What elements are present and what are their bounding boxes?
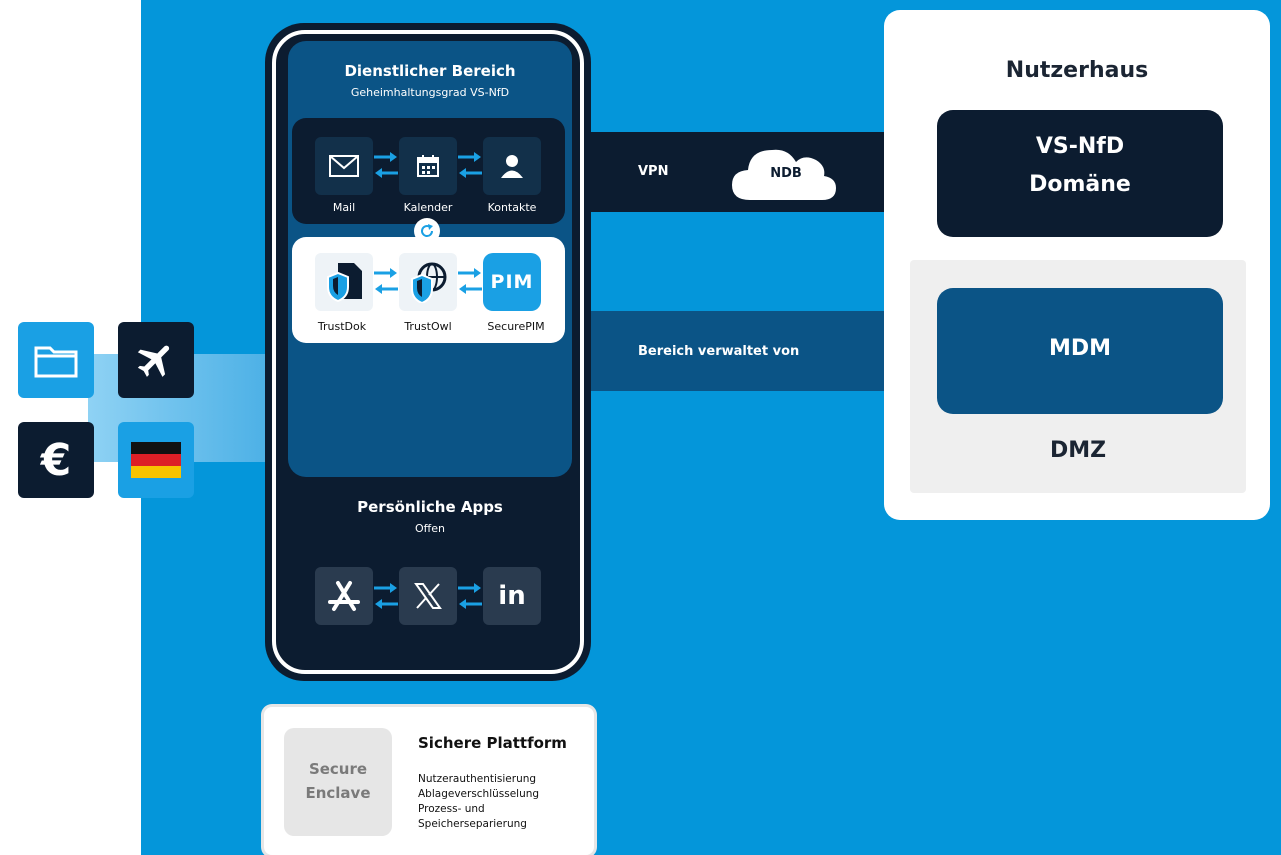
securepim-app[interactable]: PIM	[483, 253, 541, 311]
refresh-icon	[421, 224, 434, 237]
feature-item: Prozess- und	[418, 803, 485, 815]
sync-arrows-icon	[374, 268, 398, 294]
airplane-icon	[137, 345, 170, 377]
personal-apps-title: Persönliche Apps	[357, 498, 503, 516]
secure-enclave-box	[284, 728, 392, 836]
contacts-app[interactable]	[483, 137, 541, 195]
german-flag-icon	[131, 442, 181, 478]
linkedin-icon: in	[498, 581, 526, 611]
mdm-label: MDM	[1048, 336, 1112, 361]
trustdok-label: TrustDok	[317, 320, 367, 333]
platform-title: Sichere Plattform	[418, 734, 567, 752]
app-store-app[interactable]	[315, 567, 373, 625]
contacts-label: Kontakte	[487, 201, 537, 214]
work-area-title: Dienstlicher Bereich	[344, 62, 516, 80]
euro-icon: €	[40, 434, 72, 486]
sync-arrows-icon	[374, 152, 398, 178]
sync-arrows-icon	[458, 268, 482, 294]
trustdok-app[interactable]	[315, 253, 373, 311]
domain-line2: Domäne	[1029, 172, 1131, 197]
sync-arrows-icon	[374, 583, 398, 609]
vpn-label: VPN	[638, 164, 669, 179]
calendar-icon	[417, 155, 439, 177]
sync-arrows-icon	[458, 583, 482, 609]
flag-tile[interactable]	[118, 422, 194, 498]
euro-tile[interactable]: €	[18, 422, 94, 498]
folder-tile[interactable]	[18, 322, 94, 398]
ndb-label: NDB	[770, 166, 802, 181]
personal-apps-subtitle: Offen	[415, 522, 445, 535]
airplane-tile[interactable]	[118, 322, 194, 398]
mail-label: Mail	[332, 201, 356, 214]
enclave-line2: Enclave	[305, 784, 371, 802]
securepim-icon: PIM	[490, 271, 534, 293]
calendar-label: Kalender	[403, 201, 453, 214]
trustowl-app[interactable]	[399, 253, 457, 311]
folder-icon	[34, 346, 78, 378]
trustowl-icon	[411, 262, 447, 303]
enclave-line1: Secure	[308, 760, 368, 778]
mdm-box	[937, 288, 1223, 414]
linkedin-app[interactable]: in	[483, 567, 541, 625]
domain-line1: VS-NfD	[1035, 134, 1125, 159]
x-icon	[414, 583, 442, 609]
securepim-label: SecurePIM	[487, 320, 545, 333]
feature-item: Nutzerauthentisierung	[418, 773, 537, 785]
cloud-icon	[732, 149, 836, 200]
app-store-icon	[328, 581, 360, 611]
trustdok-icon	[327, 263, 362, 303]
trustowl-label: TrustOwl	[404, 320, 452, 333]
platform-features: Nutzerauthentisierung Ablageverschlüssel…	[418, 772, 539, 832]
mail-icon	[329, 155, 359, 177]
user-house-title: Nutzerhaus	[1005, 58, 1149, 83]
managed-by-label: Bereich verwaltet von	[638, 344, 800, 359]
x-app[interactable]	[399, 567, 457, 625]
mail-app[interactable]	[315, 137, 373, 195]
contact-icon	[501, 155, 523, 178]
feature-item: Ablageverschlüsselung	[418, 788, 540, 800]
calendar-app[interactable]	[399, 137, 457, 195]
domain-box	[937, 110, 1223, 237]
work-area-subtitle: Geheimhaltungsgrad VS-NfD	[350, 86, 510, 99]
feature-item: Speicherseparierung	[418, 818, 527, 830]
sync-arrows-icon	[458, 152, 482, 178]
dmz-label: DMZ	[1049, 438, 1107, 463]
refresh-button[interactable]	[414, 218, 440, 244]
